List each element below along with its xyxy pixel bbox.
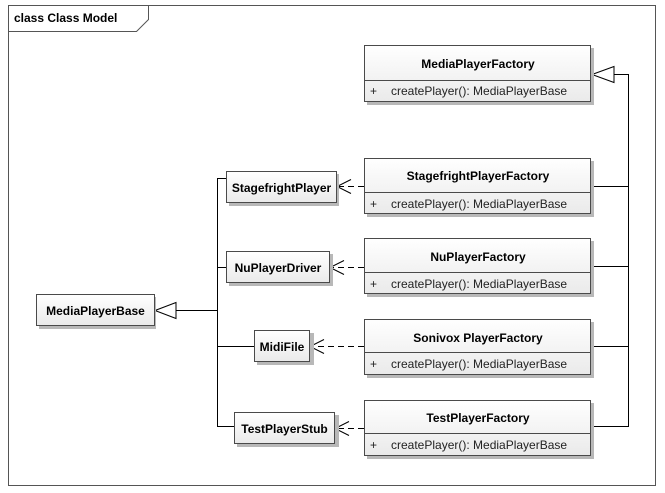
- frame-label-tab: [8, 5, 149, 32]
- frame-label: class Class Model: [14, 11, 117, 25]
- op-signature: createPlayer(): MediaPlayerBase: [391, 438, 567, 452]
- class-midifile[interactable]: MidiFile: [254, 330, 315, 366]
- class-mediaplayerfactory[interactable]: MediaPlayerFactory + createPlayer(): Med…: [364, 45, 595, 106]
- class-name: Sonivox PlayerFactory: [413, 331, 543, 345]
- class-box: [234, 412, 335, 444]
- class-testplayerfactory[interactable]: TestPlayerFactory + createPlayer(): Medi…: [364, 400, 595, 460]
- connectors: [176, 74, 629, 429]
- class-box: [364, 158, 591, 214]
- class-name: MidiFile: [260, 340, 305, 354]
- class-box: [364, 45, 591, 102]
- class-name: StagefrightPlayerFactory: [407, 169, 550, 183]
- class-testplayerstub[interactable]: TestPlayerStub: [234, 412, 340, 448]
- class-mediaplayerbase[interactable]: MediaPlayerBase: [36, 294, 157, 330]
- class-box: [36, 294, 155, 326]
- op-signature: createPlayer(): MediaPlayerBase: [391, 84, 567, 98]
- class-box: [364, 238, 591, 294]
- op-visibility: +: [370, 84, 377, 98]
- class-name: TestPlayerFactory: [426, 411, 529, 425]
- class-sonivoxplayerfactory[interactable]: Sonivox PlayerFactory + createPlayer(): …: [364, 319, 595, 379]
- class-box: [226, 171, 337, 203]
- op-signature: createPlayer(): MediaPlayerBase: [391, 357, 567, 371]
- class-box: [226, 251, 330, 283]
- class-name: TestPlayerStub: [241, 422, 327, 436]
- class-box: [364, 319, 591, 375]
- op-visibility: +: [370, 197, 377, 211]
- op-visibility: +: [370, 357, 377, 371]
- class-name: NuPlayerDriver: [235, 261, 322, 275]
- class-box: [364, 400, 591, 456]
- class-box: [254, 330, 310, 362]
- op-visibility: +: [370, 277, 377, 291]
- test-factory-branch: [590, 186, 629, 427]
- player-trunk-line: [176, 178, 226, 311]
- op-signature: createPlayer(): MediaPlayerBase: [391, 197, 567, 211]
- op-signature: createPlayer(): MediaPlayerBase: [391, 277, 567, 291]
- class-stagefrightplayer[interactable]: StagefrightPlayer: [226, 171, 340, 207]
- op-visibility: +: [370, 438, 377, 452]
- class-nuplayerfactory[interactable]: NuPlayerFactory + createPlayer(): MediaP…: [364, 238, 595, 298]
- generalization-arrow-player: [153, 301, 177, 320]
- class-nuplayerdriver[interactable]: NuPlayerDriver: [226, 251, 334, 287]
- class-stagefrightplayerfactory[interactable]: StagefrightPlayerFactory + createPlayer(…: [364, 158, 595, 218]
- generalization-arrow-factory: [590, 65, 615, 84]
- testplayerstub-branch: [217, 310, 234, 427]
- class-name: MediaPlayerFactory: [421, 57, 535, 71]
- class-name: NuPlayerFactory: [430, 250, 526, 264]
- factory-trunk-line: [590, 74, 629, 187]
- class-name: StagefrightPlayer: [232, 181, 332, 195]
- class-name: MediaPlayerBase: [46, 304, 145, 318]
